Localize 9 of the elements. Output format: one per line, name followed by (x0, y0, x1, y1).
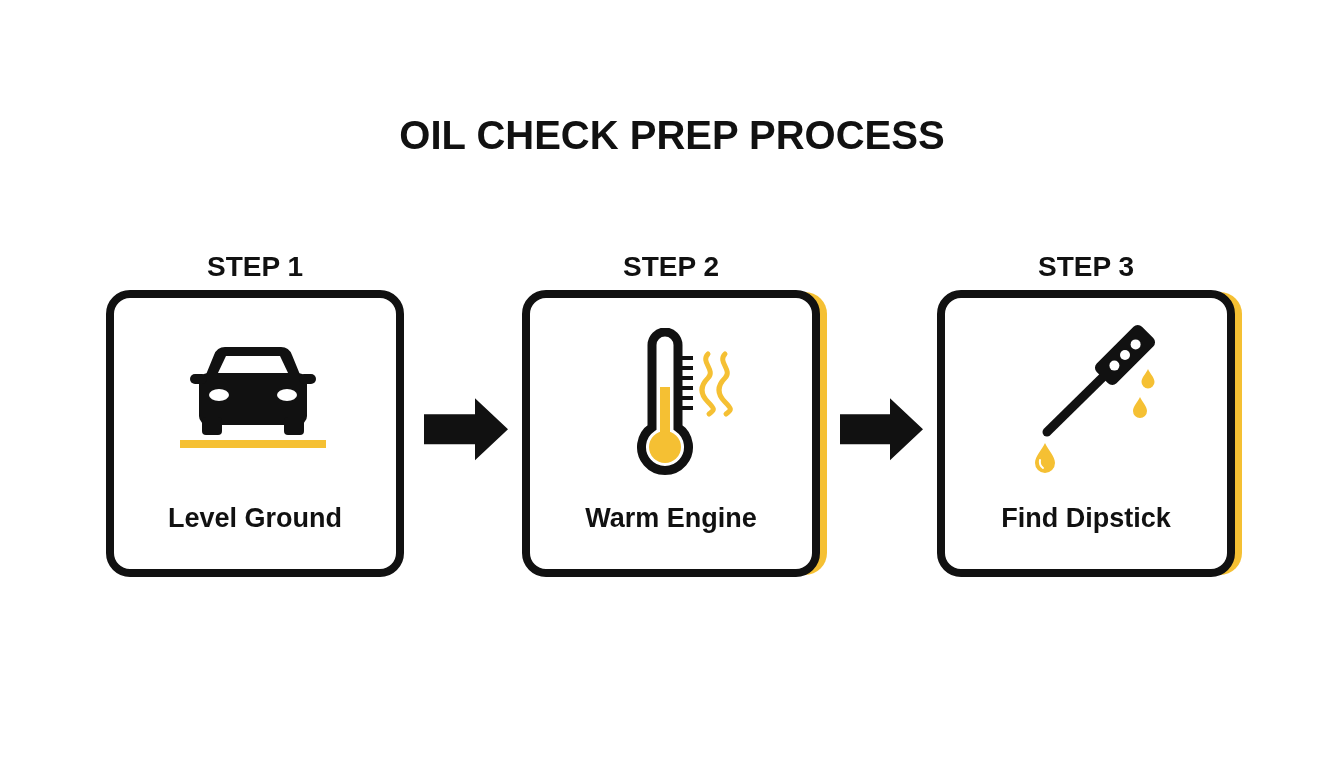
step-label: Warm Engine (585, 502, 757, 535)
step-heading: STEP 3 (1038, 251, 1134, 283)
arrow (840, 398, 923, 461)
step-label: Find Dipstick (1001, 502, 1171, 535)
arrow (424, 398, 508, 461)
step-heading: STEP 1 (207, 251, 303, 283)
title: OIL CHECK PREP PROCESS (399, 112, 945, 159)
step-heading: STEP 2 (623, 251, 719, 283)
step-label: Level Ground (168, 502, 342, 535)
